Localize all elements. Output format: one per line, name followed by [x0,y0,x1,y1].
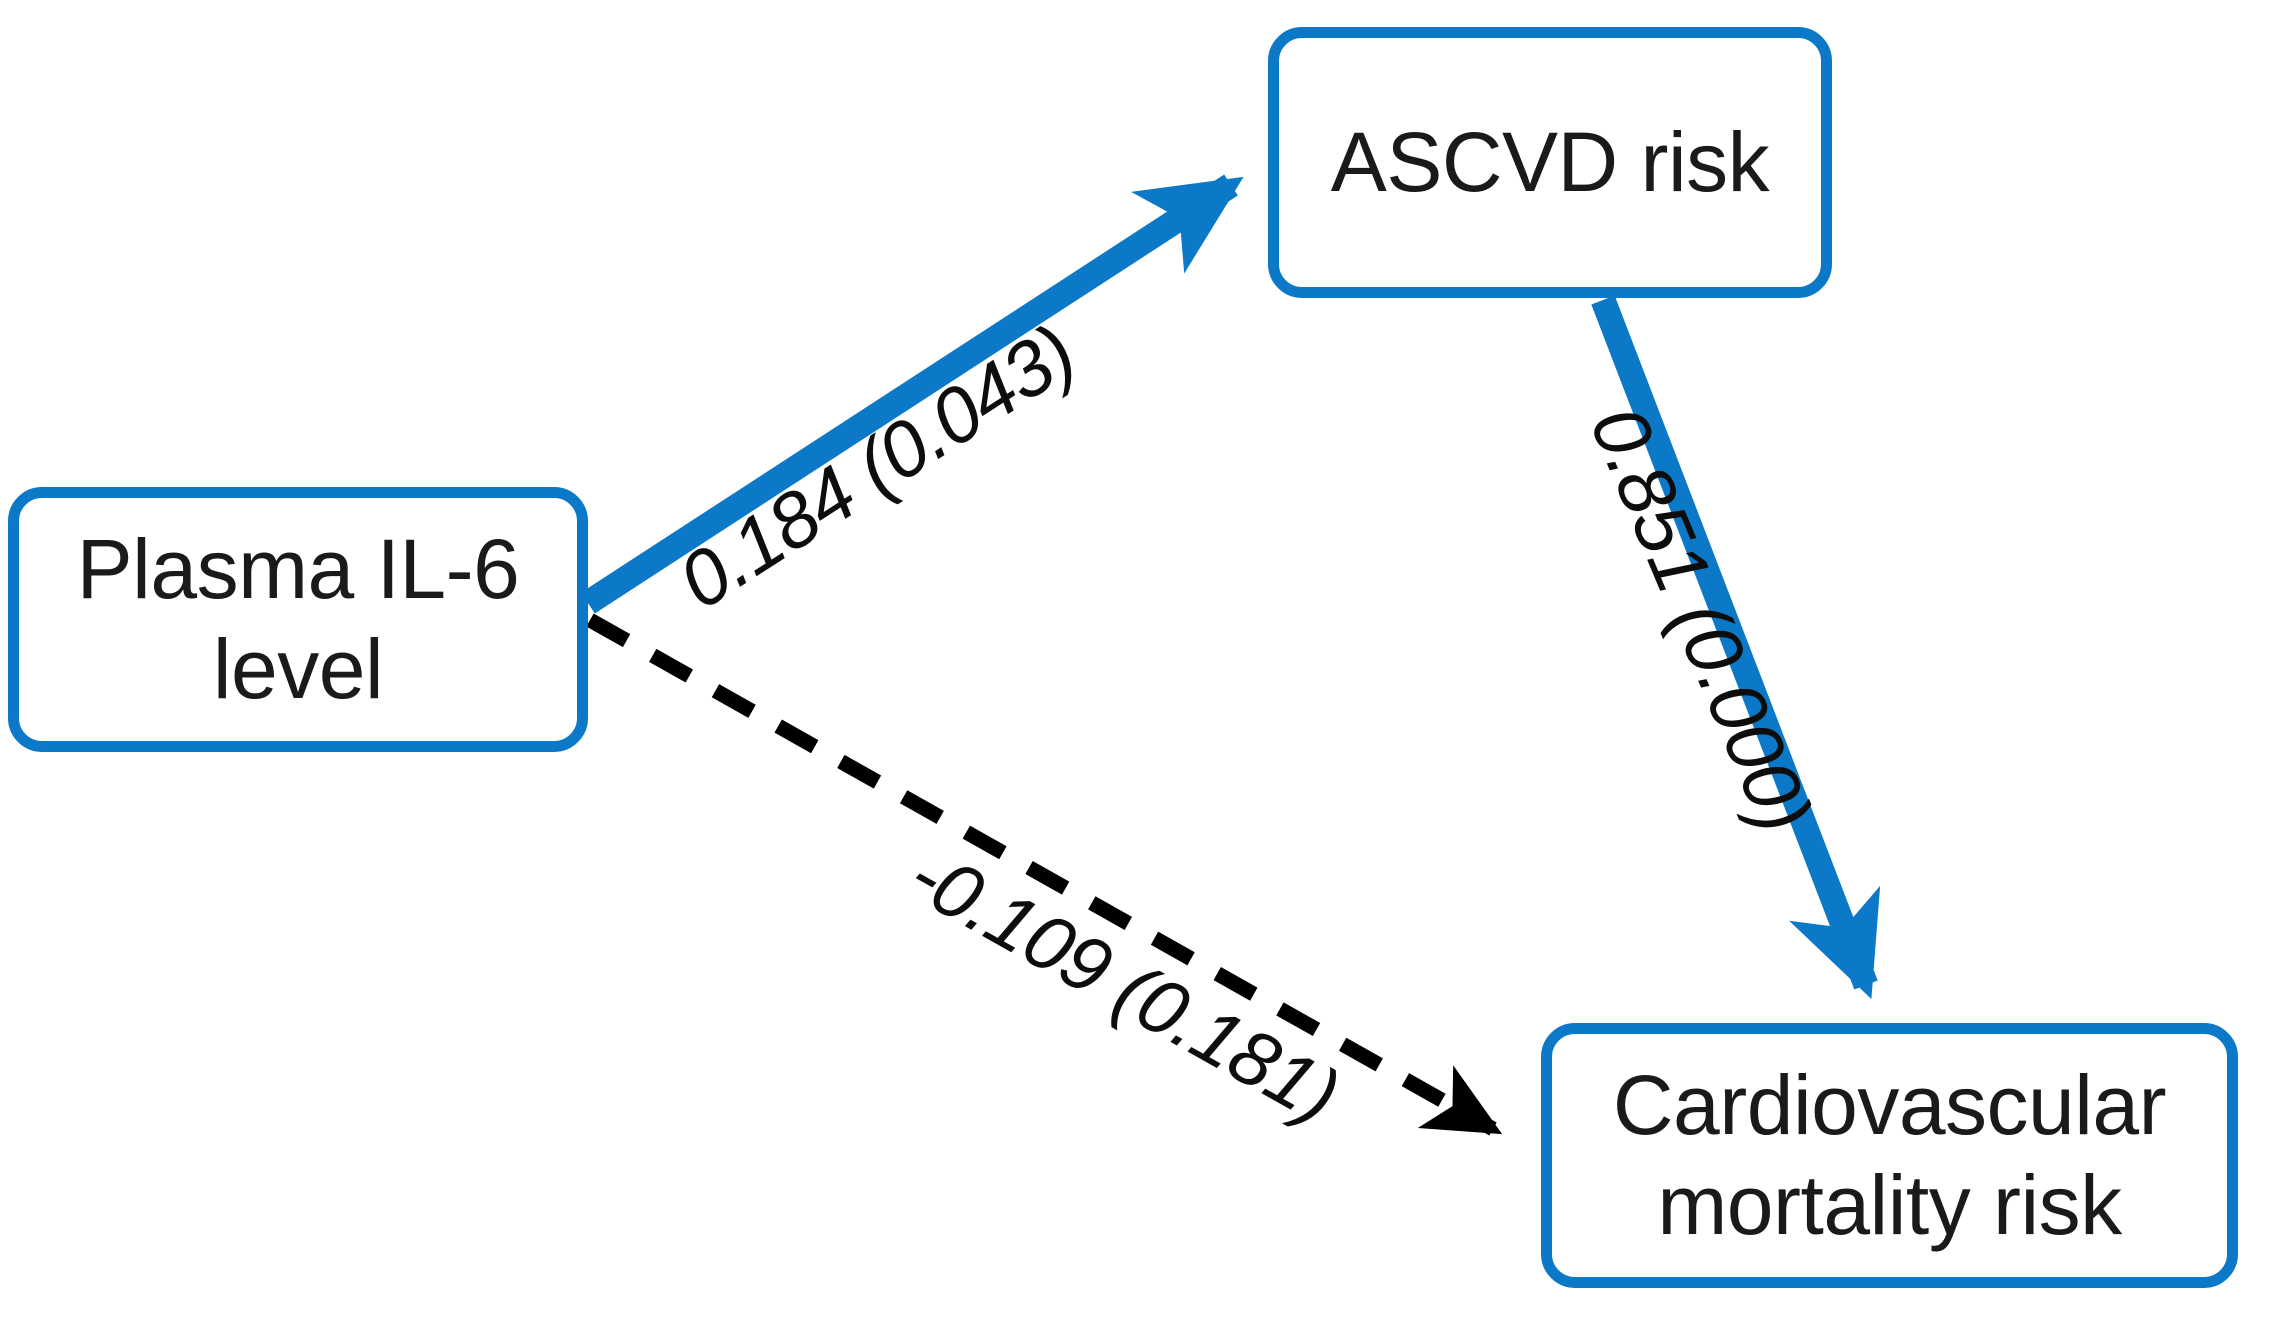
node-cardiovascular-mortality-risk-label: Cardiovascular mortality risk [1612,1058,2167,1252]
edge-il6-to-ascvd [581,174,1244,614]
node-ascvd-risk[interactable]: ASCVD risk [1268,27,1832,298]
edge-il6-to-cvd [586,613,1503,1136]
edge-ascvd-to-cvd [1591,295,1881,1000]
node-cardiovascular-mortality-risk[interactable]: Cardiovascular mortality risk [1541,1023,2238,1288]
node-ascvd-risk-label: ASCVD risk [1330,114,1770,209]
node-plasma-il6[interactable]: Plasma IL-6 level [8,487,588,752]
node-plasma-il6-label: Plasma IL-6 level [76,522,520,716]
